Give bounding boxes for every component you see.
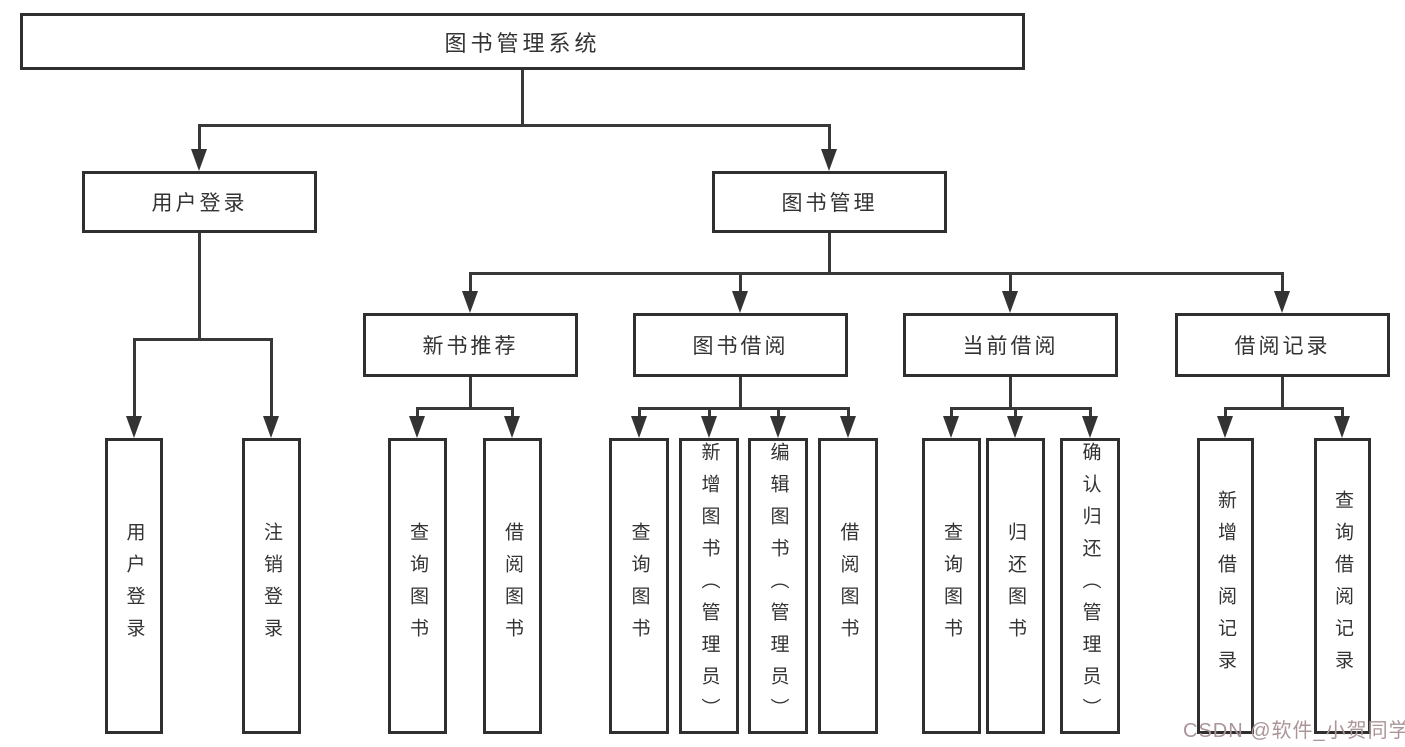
arrowhead-icon [732,291,748,313]
leaf-add-book-admin: 新增图书（管理员） [679,438,739,734]
connector-line [416,408,419,420]
node-user-login: 用户登录 [82,171,317,233]
arrowhead-icon [125,416,142,438]
leaf-user-login-label: 用户登录 [123,522,145,650]
node-root: 图书管理系统 [20,13,1025,70]
arrowhead-icon [1002,291,1018,313]
node-current-borrow-label: 当前借阅 [962,335,1059,358]
connector-line [198,233,201,341]
arrowhead-icon [409,416,425,438]
leaf-borrow-books-recommend: 借阅图书 [483,438,542,734]
leaf-borrow-books-label: 借阅图书 [837,522,859,650]
arrowhead-icon [839,416,856,438]
connector-line [469,273,472,295]
connector-line [776,408,780,420]
node-book-borrow: 图书借阅 [633,313,848,377]
connector-line [270,339,273,420]
node-book-management: 图书管理 [712,171,947,233]
node-user-login-label: 用户登录 [151,192,248,215]
connector-line [950,406,1092,410]
leaf-return-book-label: 归还图书 [1005,522,1026,650]
connector-line [1088,408,1092,420]
arrowhead-icon [1217,416,1233,438]
leaf-query-books-recommend: 查询图书 [388,438,447,734]
connector-line [739,273,742,295]
node-current-borrow: 当前借阅 [903,313,1118,377]
connector-line [1224,408,1227,420]
leaf-query-books-borrow: 查询图书 [609,438,669,734]
node-new-book-recommend: 新书推荐 [363,313,578,377]
arrowhead-icon [263,416,279,438]
connector-line [1009,377,1012,410]
leaf-confirm-return-admin-label: 确认归还（管理员） [1079,442,1101,730]
csdn-watermark: CSDN @软件_小贺同学 [1183,720,1405,742]
arrowhead-icon [191,149,207,171]
leaf-query-books-recommend-label: 查询图书 [407,522,428,650]
connector-line [1014,408,1017,420]
arrowhead-icon [1081,416,1098,438]
connector-line [132,339,136,420]
connector-line [511,408,514,420]
leaf-add-borrow-record: 新增借阅记录 [1197,438,1254,734]
arrowhead-icon [1334,416,1350,438]
connector-line [198,125,201,153]
arrowhead-icon [630,416,647,438]
leaf-query-borrow-record: 查询借阅记录 [1314,438,1371,734]
arrowhead-icon [1007,416,1023,438]
arrowhead-icon [1274,291,1290,313]
connector-line [828,233,831,275]
leaf-confirm-return-admin: 确认归还（管理员） [1060,438,1120,734]
connector-line [469,271,1284,275]
leaf-borrow-books: 借阅图书 [818,438,878,734]
leaf-add-borrow-record-label: 新增借阅记录 [1215,490,1236,682]
arrowhead-icon [821,149,837,171]
leaf-borrow-books-recommend-label: 借阅图书 [502,522,523,650]
connector-line [521,70,524,127]
arrowhead-icon [769,416,786,438]
arrowhead-icon [943,416,959,438]
leaf-edit-book-admin-label: 编辑图书（管理员） [767,442,789,730]
leaf-query-borrow-record-label: 查询借阅记录 [1332,490,1353,682]
leaf-add-book-admin-label: 新增图书（管理员） [698,442,720,730]
node-root-label: 图书管理系统 [444,30,601,56]
connector-line [1281,273,1284,295]
connector-line [1224,406,1344,410]
node-book-borrow-label: 图书借阅 [692,335,789,358]
arrowhead-icon [700,416,717,438]
leaf-user-login: 用户登录 [105,438,163,734]
leaf-query-books-current-label: 查询图书 [941,522,962,650]
leaf-edit-book-admin: 编辑图书（管理员） [748,438,808,734]
connector-line [950,408,953,420]
connector-line [707,408,711,420]
node-borrow-records: 借阅记录 [1175,313,1390,377]
connector-line [637,408,641,420]
connector-line [1281,377,1284,410]
connector-line [469,377,472,410]
leaf-query-books-current: 查询图书 [922,438,981,734]
connector-line [828,125,831,153]
leaf-logout: 注销登录 [242,438,301,734]
connector-line [198,123,831,127]
leaf-query-books-borrow-label: 查询图书 [628,522,650,650]
node-book-management-label: 图书管理 [781,192,878,215]
connector-line [132,337,273,341]
connector-line [846,408,850,420]
connector-line [416,406,514,410]
connector-line [1009,273,1012,295]
node-new-book-recommend-label: 新书推荐 [422,335,519,358]
connector-line [637,406,850,410]
leaf-logout-label: 注销登录 [261,522,282,650]
connector-line [739,377,742,410]
arrowhead-icon [504,416,520,438]
leaf-return-book: 归还图书 [986,438,1045,734]
arrowhead-icon [462,291,478,313]
connector-line [1341,408,1344,420]
node-borrow-records-label: 借阅记录 [1234,335,1331,358]
